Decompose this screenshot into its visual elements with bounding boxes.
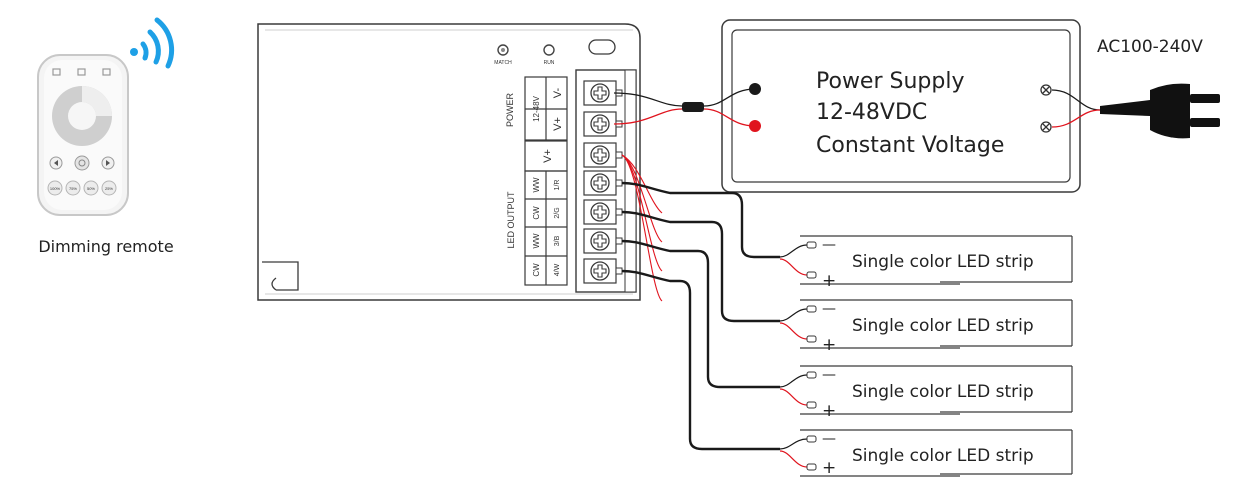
strip-minus-label: — [822,367,836,383]
preset-button[interactable] [101,180,117,196]
strip-plus-label: + [822,401,836,421]
terminal-screws [583,80,623,284]
solder-pad [806,371,817,379]
strip-plus-label: + [822,458,836,478]
zone-1-button[interactable] [52,68,61,76]
v-plus-label: V+ [552,117,564,131]
power-section-label: POWER [505,93,515,128]
mounting-ear [262,261,299,291]
solder-pad [806,271,817,279]
solder-pad [806,305,817,313]
strip-label: Single color LED strip [852,446,1034,466]
psu-mode: Constant Voltage [816,133,1004,158]
channel-mode-label: CW [532,206,541,220]
preset-button[interactable] [83,180,99,196]
terminal-screw-icon [583,258,623,284]
channel-number-label: 2/G [554,207,561,218]
preset-label: 100% [50,186,61,191]
terminal-label-panel [524,76,568,286]
channel-wire [621,269,780,451]
power-range-label: 12-48V [532,95,541,121]
mounting-slot [588,39,616,55]
channel-number-label: 1/R [554,180,561,191]
preset-label: 75% [69,186,77,191]
led-controller: MATCH RUN POWER 12-48V V- V+ V+ LED OUTP… [257,23,641,301]
channel-number-label: 4/W [554,263,561,276]
terminal-screw-icon [583,80,623,106]
strip-label: Single color LED strip [852,252,1034,272]
channel-number-label: 3/B [554,235,561,246]
negative-lead [779,244,808,258]
v-minus-label: V- [552,87,564,98]
led-strip: — + Single color LED strip [800,429,1073,478]
terminal-screw-icon [583,111,623,137]
channel-wire [621,210,780,323]
solder-pad [806,463,817,471]
psu-title: Power Supply [816,69,964,94]
common-v-plus-label: V+ [542,149,554,163]
controller-case [257,23,641,301]
ac-terminal-icon [1040,84,1052,96]
terminal-screw-icon [583,199,623,225]
solder-pad [806,241,817,249]
preset-button[interactable] [47,180,63,196]
power-button[interactable] [74,155,90,171]
terminal-screw-icon [583,142,623,168]
channel-wire [621,181,780,259]
strip-minus-label: — [822,301,836,317]
wireless-signal-icon [130,17,175,69]
led-strip: — + Single color LED strip [800,365,1073,421]
preset-buttons: 100% 75% 50% 25% [47,180,117,196]
ac-terminal-icon [1040,121,1052,133]
positive-lead [779,258,808,276]
positive-lead [779,388,808,406]
power-supply: Power Supply 12-48VDC Constant Voltage [721,19,1081,193]
mains-voltage-label: AC100-240V [1097,37,1203,57]
strip-wires [621,154,808,468]
positive-lead [779,322,808,340]
preset-label: 50% [87,186,95,191]
positive-lead [779,450,808,468]
run-label: RUN [544,60,555,66]
solder-pad [806,435,817,443]
dimming-remote: 100% 75% 50% 25% Dimming remote [37,17,175,256]
strip-label: Single color LED strip [852,382,1034,402]
led-strip: — + Single color LED strip [800,299,1073,355]
solder-pad [806,401,817,409]
zone-2-button[interactable] [77,68,86,76]
negative-lead [779,374,808,388]
remote-caption: Dimming remote [38,237,173,256]
strip-minus-label: — [822,431,836,447]
solder-pad [806,335,817,343]
run-led [543,44,555,56]
negative-lead [779,308,808,322]
negative-lead [779,438,808,450]
preset-button[interactable] [65,180,81,196]
zone-3-button[interactable] [102,68,111,76]
led-strip: — + Single color LED strip [800,235,1073,291]
power-wires [613,88,756,127]
strip-label: Single color LED strip [852,316,1034,336]
strip-plus-label: + [822,271,836,291]
channel-mode-label: WW [532,233,541,249]
match-label: MATCH [494,60,512,66]
preset-label: 25% [105,186,113,191]
strip-minus-label: — [822,237,836,253]
psu-voltage: 12-48VDC [816,100,927,125]
terminal-screw-icon [583,170,623,196]
strip-plus-label: + [822,335,836,355]
channel-wire [621,239,780,389]
channel-mode-label: CW [532,263,541,277]
ac-plug-icon [1051,83,1220,139]
led-output-section-label: LED OUTPUT [506,191,516,249]
channel-mode-label: WW [532,177,541,193]
terminal-screw-icon [583,228,623,254]
positive-wire [621,154,663,302]
power-supply-case [721,19,1081,193]
